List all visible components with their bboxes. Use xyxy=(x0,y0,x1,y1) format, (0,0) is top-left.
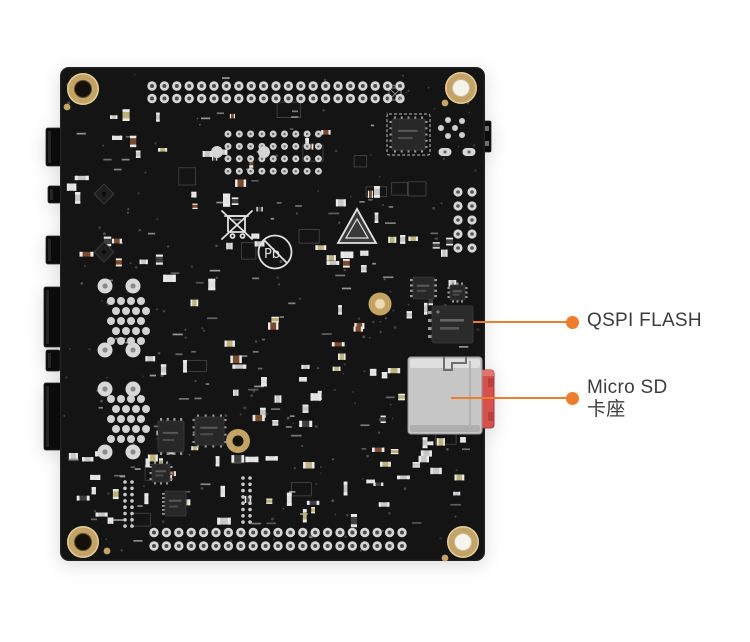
mounting-holes xyxy=(63,72,479,562)
qspi-flash-chip xyxy=(428,305,474,344)
svg-text:Pb: Pb xyxy=(264,247,280,262)
micro-sd-socket xyxy=(407,356,495,435)
